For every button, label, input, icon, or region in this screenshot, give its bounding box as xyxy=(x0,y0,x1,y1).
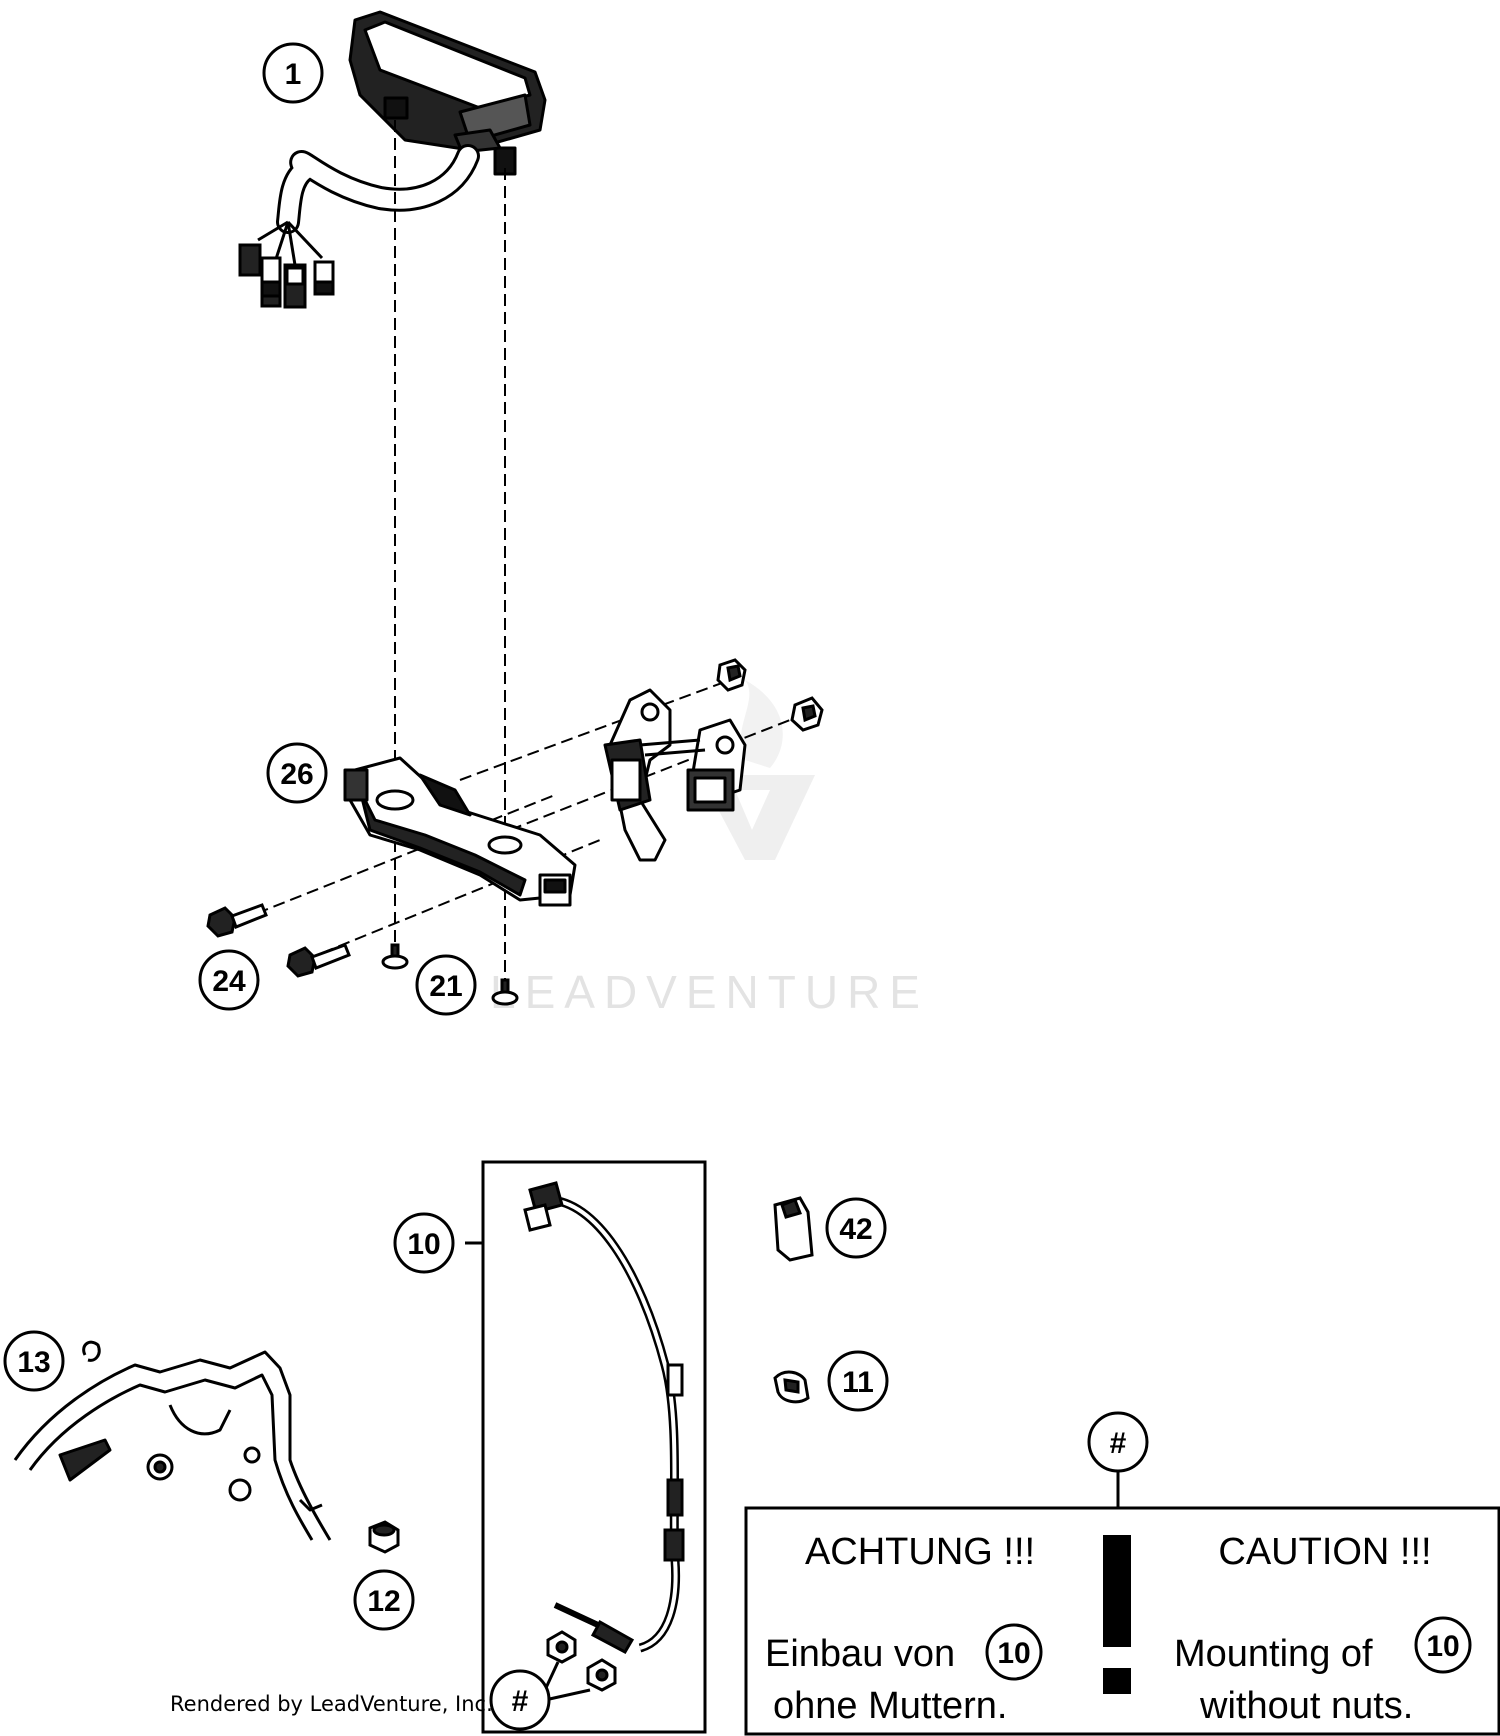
callout-21: 21 xyxy=(415,954,477,1016)
watermark: LEADVENTURE xyxy=(490,680,929,1018)
svg-text:26: 26 xyxy=(280,758,313,791)
callout-10: 10 xyxy=(393,1212,455,1274)
svg-text:#: # xyxy=(512,1685,529,1718)
warning-line1-de: Einbau von xyxy=(765,1633,955,1675)
watermark-text: LEADVENTURE xyxy=(490,966,929,1018)
instrument-cluster xyxy=(348,10,547,176)
render-credit: Rendered by LeadVenture, Inc. xyxy=(170,1692,493,1716)
callout-42: 42 xyxy=(825,1197,887,1259)
callout-13: 13 xyxy=(3,1330,65,1392)
warning-title-en: CAUTION !!! xyxy=(1218,1531,1431,1573)
warning-line2-de: ohne Muttern. xyxy=(773,1685,1007,1727)
svg-text:11: 11 xyxy=(842,1366,874,1399)
exclamation-mark xyxy=(1103,1535,1131,1694)
holder-assembly xyxy=(603,688,747,862)
warning-title-de: ACHTUNG !!! xyxy=(805,1531,1035,1573)
warning-ref-en: 10 xyxy=(1426,1630,1459,1663)
callout-11: 11 xyxy=(827,1350,889,1412)
callout-hash-top: # xyxy=(1087,1411,1149,1508)
connectors xyxy=(238,243,335,309)
callout-12: 12 xyxy=(353,1569,415,1631)
svg-text:21: 21 xyxy=(429,970,462,1003)
warning-ref-de: 10 xyxy=(997,1637,1030,1670)
small-screws xyxy=(381,943,519,1006)
callout-26: 26 xyxy=(266,742,328,804)
instrument-cable xyxy=(257,144,480,266)
warning-line1-en: Mounting of xyxy=(1174,1633,1373,1675)
flange-screws xyxy=(716,658,824,732)
warning-line2-en: without nuts. xyxy=(1199,1685,1413,1727)
svg-text:#: # xyxy=(1110,1427,1127,1460)
mounting-bracket xyxy=(343,756,577,907)
warning-box: ACHTUNG !!! CAUTION !!! Einbau von 10 oh… xyxy=(744,1506,1500,1736)
sensor-cable-group xyxy=(465,1160,707,1734)
svg-text:12: 12 xyxy=(367,1585,400,1618)
svg-text:13: 13 xyxy=(17,1346,50,1379)
callout-24: 24 xyxy=(198,949,260,1011)
clip-part xyxy=(773,1196,814,1262)
svg-text:42: 42 xyxy=(839,1213,872,1246)
disc-guard xyxy=(13,1340,332,1541)
callout-hash-bottom: # xyxy=(489,1669,551,1731)
cable-clamp xyxy=(773,1370,810,1404)
callout-1: 1 xyxy=(262,42,324,104)
nuts xyxy=(543,1630,617,1702)
svg-text:24: 24 xyxy=(212,965,246,998)
bolts xyxy=(206,903,351,978)
bushing xyxy=(368,1520,400,1554)
svg-text:1: 1 xyxy=(285,58,302,91)
svg-text:10: 10 xyxy=(407,1228,440,1261)
